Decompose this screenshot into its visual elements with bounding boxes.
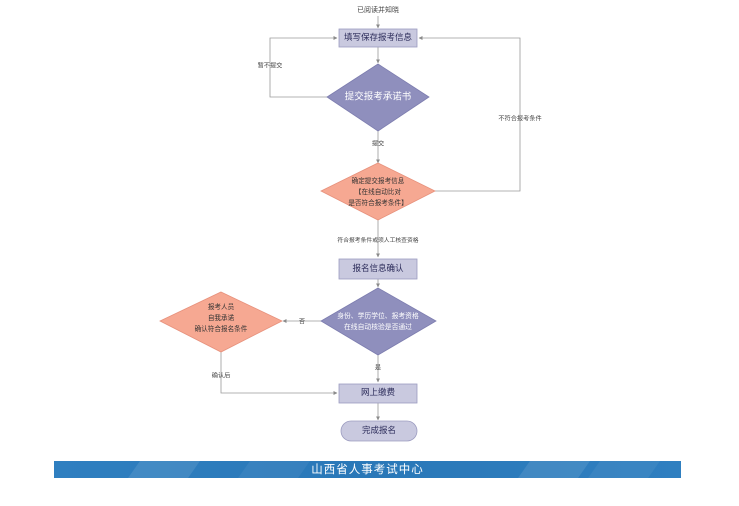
decision-online-verify: 身份、学历学位、报考资格 在线自动核验是否通过 bbox=[320, 287, 437, 356]
label-no: 否 bbox=[299, 319, 305, 326]
footer-banner: 山西省人事考试中心 bbox=[54, 461, 681, 478]
self-pledge-line-2: 自我承诺 bbox=[208, 313, 235, 322]
step-online-payment: 网上缴费 bbox=[338, 383, 418, 404]
label-submit: 提交 bbox=[372, 140, 384, 148]
verify-line-2: 在线自动核验是否通过 bbox=[344, 322, 412, 331]
connectors bbox=[220, 16, 521, 421]
confirm-info-line-2: 【在线自动比对 bbox=[355, 187, 402, 196]
verify-line-1: 身份、学历学位、报考资格 bbox=[337, 311, 419, 320]
label-qualified-or-manual: 符合报考条件或须人工核查资格 bbox=[337, 236, 418, 244]
terminal-complete: 完成报名 bbox=[340, 420, 418, 442]
self-pledge-line-3: 确认符合报名条件 bbox=[195, 324, 248, 333]
decision-confirm-info-shape bbox=[320, 162, 436, 221]
step-fill-info-label: 填写保存报考信息 bbox=[344, 32, 413, 43]
decision-submit-pledge-label: 提交报考承诺书 bbox=[345, 91, 412, 103]
decision-confirm-info: 确定提交报考信息 【在线自动比对 是否符合报考条件】 bbox=[320, 162, 436, 221]
label-not-qualified: 不符合报考条件 bbox=[498, 115, 541, 123]
top-label: 已阅读并知晓 bbox=[357, 5, 399, 14]
decision-submit-pledge-shape bbox=[326, 63, 430, 132]
confirm-info-line-3: 是否符合报考条件】 bbox=[348, 198, 407, 207]
edge-after-confirm bbox=[220, 352, 338, 395]
terminal-complete-label: 完成报名 bbox=[362, 425, 396, 436]
label-not-submit: 暂不提交 bbox=[258, 62, 283, 70]
label-after-confirm: 确认后 bbox=[212, 372, 231, 380]
step-registration-confirm-box bbox=[338, 258, 418, 280]
decision-submit-pledge: 提交报考承诺书 bbox=[326, 63, 430, 132]
step-fill-info-box bbox=[338, 28, 418, 48]
step-fill-info: 填写保存报考信息 bbox=[338, 28, 418, 48]
confirm-info-line-1: 确定提交报考信息 bbox=[352, 176, 405, 185]
edge-not-submit-loop bbox=[269, 36, 338, 98]
decision-self-pledge: 报考人员 自我承诺 确认符合报名条件 bbox=[159, 291, 283, 353]
decision-self-pledge-shape bbox=[159, 291, 283, 353]
decision-online-verify-shape bbox=[320, 287, 437, 356]
registration-flowchart: 已阅读并知晓 填写保存报考信息 提交报考承诺书 暂不提交 提交 不符合报考条件 … bbox=[159, 5, 542, 442]
step-registration-confirm-label: 报名信息确认 bbox=[352, 263, 404, 274]
edge-not-qualified-loop bbox=[418, 36, 521, 192]
step-registration-confirm: 报名信息确认 bbox=[338, 258, 418, 280]
step-online-payment-label: 网上缴费 bbox=[361, 387, 396, 398]
label-yes: 是 bbox=[375, 365, 381, 372]
step-online-payment-box bbox=[338, 383, 418, 404]
self-pledge-line-1: 报考人员 bbox=[208, 302, 235, 311]
terminal-complete-shape bbox=[340, 420, 418, 442]
footer-title: 山西省人事考试中心 bbox=[311, 462, 424, 476]
